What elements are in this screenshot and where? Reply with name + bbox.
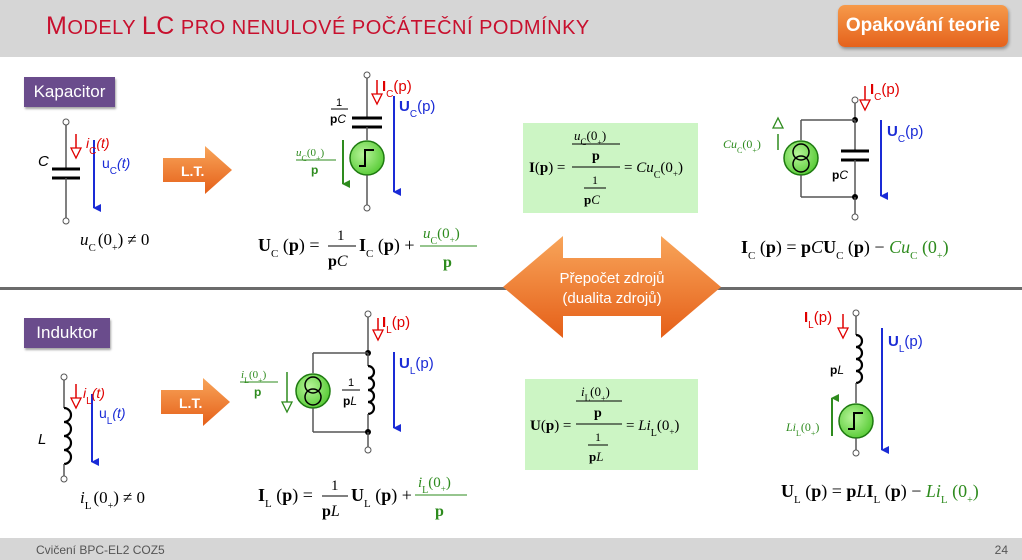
svg-text:1: 1 — [337, 228, 345, 244]
svg-text:uC(0+): uC(0+) — [574, 128, 606, 147]
capacitor-parallel-circuit: IC(p) UC(p) CuC(0+) pC — [723, 81, 923, 221]
page-number: 24 — [994, 543, 1008, 557]
svg-text:1: 1 — [595, 430, 601, 444]
footer-bar — [0, 538, 1022, 560]
svg-text:uL(t): uL(t) — [99, 405, 126, 427]
ic-p-label: IC(p) — [382, 78, 412, 100]
svg-text:uC(0+): uC(0+) — [296, 147, 325, 163]
svg-text:iL(t): iL(t) — [83, 385, 105, 407]
svg-text:p: p — [594, 406, 602, 421]
svg-text:IC(p): IC(p) — [870, 81, 900, 103]
capacitor-tag: Kapacitor — [24, 77, 115, 107]
svg-text:IL(p): IL(p) — [804, 309, 832, 331]
capacitor-transform-equation: uC(0+) p I(p) = 1 pC = CuC(0+) — [529, 128, 683, 207]
inductor-series-circuit: IL(p) UL(p) pL LiL(0+) — [785, 309, 923, 457]
lt-arrow-top: L.T. — [163, 146, 232, 194]
opakovani-teorie-button[interactable]: Opakování teorie — [838, 5, 1008, 47]
svg-text:I(p) =: I(p) = — [529, 160, 565, 176]
svg-text:p: p — [443, 254, 452, 271]
capacitor-equivalence-box — [523, 123, 698, 213]
svg-text:L.T.: L.T. — [181, 163, 204, 179]
svg-text:= CuC(0+): = CuC(0+) — [624, 160, 683, 181]
inductor-tag: Induktor — [24, 318, 110, 348]
inductor-time-circuit: L iL(t) uL(t) iL(0+)≠ 0 — [38, 373, 145, 512]
inductor-transform-equation: iL(0+) p U(p) = 1 pL = LiL(0+) — [530, 384, 679, 464]
capacitor-laplace-circuit: 1 pC IC(p) UC(p) uC(0+) p — [296, 71, 435, 212]
lt-arrow-bottom: L.T. — [161, 378, 230, 426]
svg-text:p: p — [311, 163, 318, 177]
footer-course: Cvičení BPC-EL2 COZ5 — [36, 543, 165, 557]
svg-text:CuC(0+): CuC(0+) — [723, 137, 761, 155]
capacitor-parallel-equation: IC (p) = pCUC (p) − CuC (0+) — [741, 237, 949, 262]
duality-label-1: Přepočet zdrojů — [559, 270, 664, 287]
inductor-parallel-equation: IL (p) = 1 pL UL (p) + iL(0+) p — [258, 475, 467, 520]
capacitance-label: C — [38, 153, 49, 170]
svg-text:iL(0+): iL(0+) — [418, 475, 451, 496]
svg-text:pL: pL — [322, 503, 340, 520]
capacitor-time-circuit: C iC(t) uC(t) uC(0+)≠ 0 — [38, 118, 149, 254]
svg-text:iL(0+): iL(0+) — [241, 369, 267, 385]
svg-text:1: 1 — [348, 377, 354, 389]
svg-text:IC (p) +: IC (p) + — [359, 235, 415, 260]
svg-text:UL (p) +: UL (p) + — [351, 485, 412, 510]
inductance-label: L — [38, 431, 46, 448]
duality-double-arrow: Přepočet zdrojů (dualita zdrojů) — [503, 236, 721, 338]
svg-text:UL(p): UL(p) — [399, 355, 434, 377]
svg-text:pC: pC — [584, 192, 600, 207]
svg-text:p: p — [254, 385, 261, 399]
svg-text:LiL(0+): LiL(0+) — [785, 420, 819, 438]
svg-text:1: 1 — [336, 97, 342, 109]
svg-text:pC: pC — [328, 253, 348, 270]
svg-text:UC (p) =: UC (p) = — [258, 235, 320, 260]
svg-text:p: p — [592, 149, 600, 164]
duality-label-2: (dualita zdrojů) — [562, 290, 661, 307]
voltage-source-icon — [349, 140, 385, 176]
svg-text:UL(p): UL(p) — [888, 333, 923, 355]
inductor-series-equation: UL (p) = pLIL (p) − LiL (0+) — [781, 481, 979, 506]
svg-text:uC(0+): uC(0+) — [423, 226, 460, 247]
svg-text:L.T.: L.T. — [179, 395, 202, 411]
svg-text:iL(0+): iL(0+) — [581, 384, 610, 403]
svg-text:pL: pL — [589, 449, 603, 464]
svg-text:pC: pC — [832, 168, 848, 182]
uc-p-label: UC(p) — [399, 98, 435, 120]
svg-text:UL (p) = pLIL (p) − LiL (0+): UL (p) = pLIL (p) − LiL (0+) — [781, 481, 979, 506]
svg-text:pC: pC — [330, 112, 346, 126]
current-source-icon — [783, 140, 819, 176]
inductor-laplace-circuit: IL(p) UL(p) 1 pL iL(0+) p — [240, 310, 434, 454]
svg-text:pL: pL — [830, 363, 844, 377]
svg-text:p: p — [435, 503, 444, 520]
svg-text:pL: pL — [343, 394, 357, 408]
uc-t-label: uC(t) — [102, 155, 130, 177]
ic-t-label: iC(t) — [86, 135, 110, 157]
inductor-initial-condition: iL(0+)≠ 0 — [80, 488, 145, 512]
svg-text:1: 1 — [331, 478, 339, 494]
svg-text:IL (p) =: IL (p) = — [258, 485, 313, 510]
capacitor-series-equation: UC (p) = 1 pC IC (p) + uC(0+) p — [258, 226, 477, 271]
svg-text:UC(p): UC(p) — [887, 123, 923, 145]
svg-text:U(p) =: U(p) = — [530, 418, 571, 434]
capacitor-initial-condition: uC(0+)≠ 0 — [80, 230, 149, 254]
svg-text:IL(p): IL(p) — [382, 314, 410, 336]
page-title: MODELY LC PRO NENULOVÉ POČÁTEČNÍ PODMÍNK… — [46, 12, 590, 40]
svg-text:IC (p) = pCUC (p) − CuC (0+): IC (p) = pCUC (p) − CuC (0+) — [741, 237, 949, 262]
svg-text:1: 1 — [592, 173, 598, 187]
svg-text:= LiL(0+): = LiL(0+) — [626, 418, 679, 439]
